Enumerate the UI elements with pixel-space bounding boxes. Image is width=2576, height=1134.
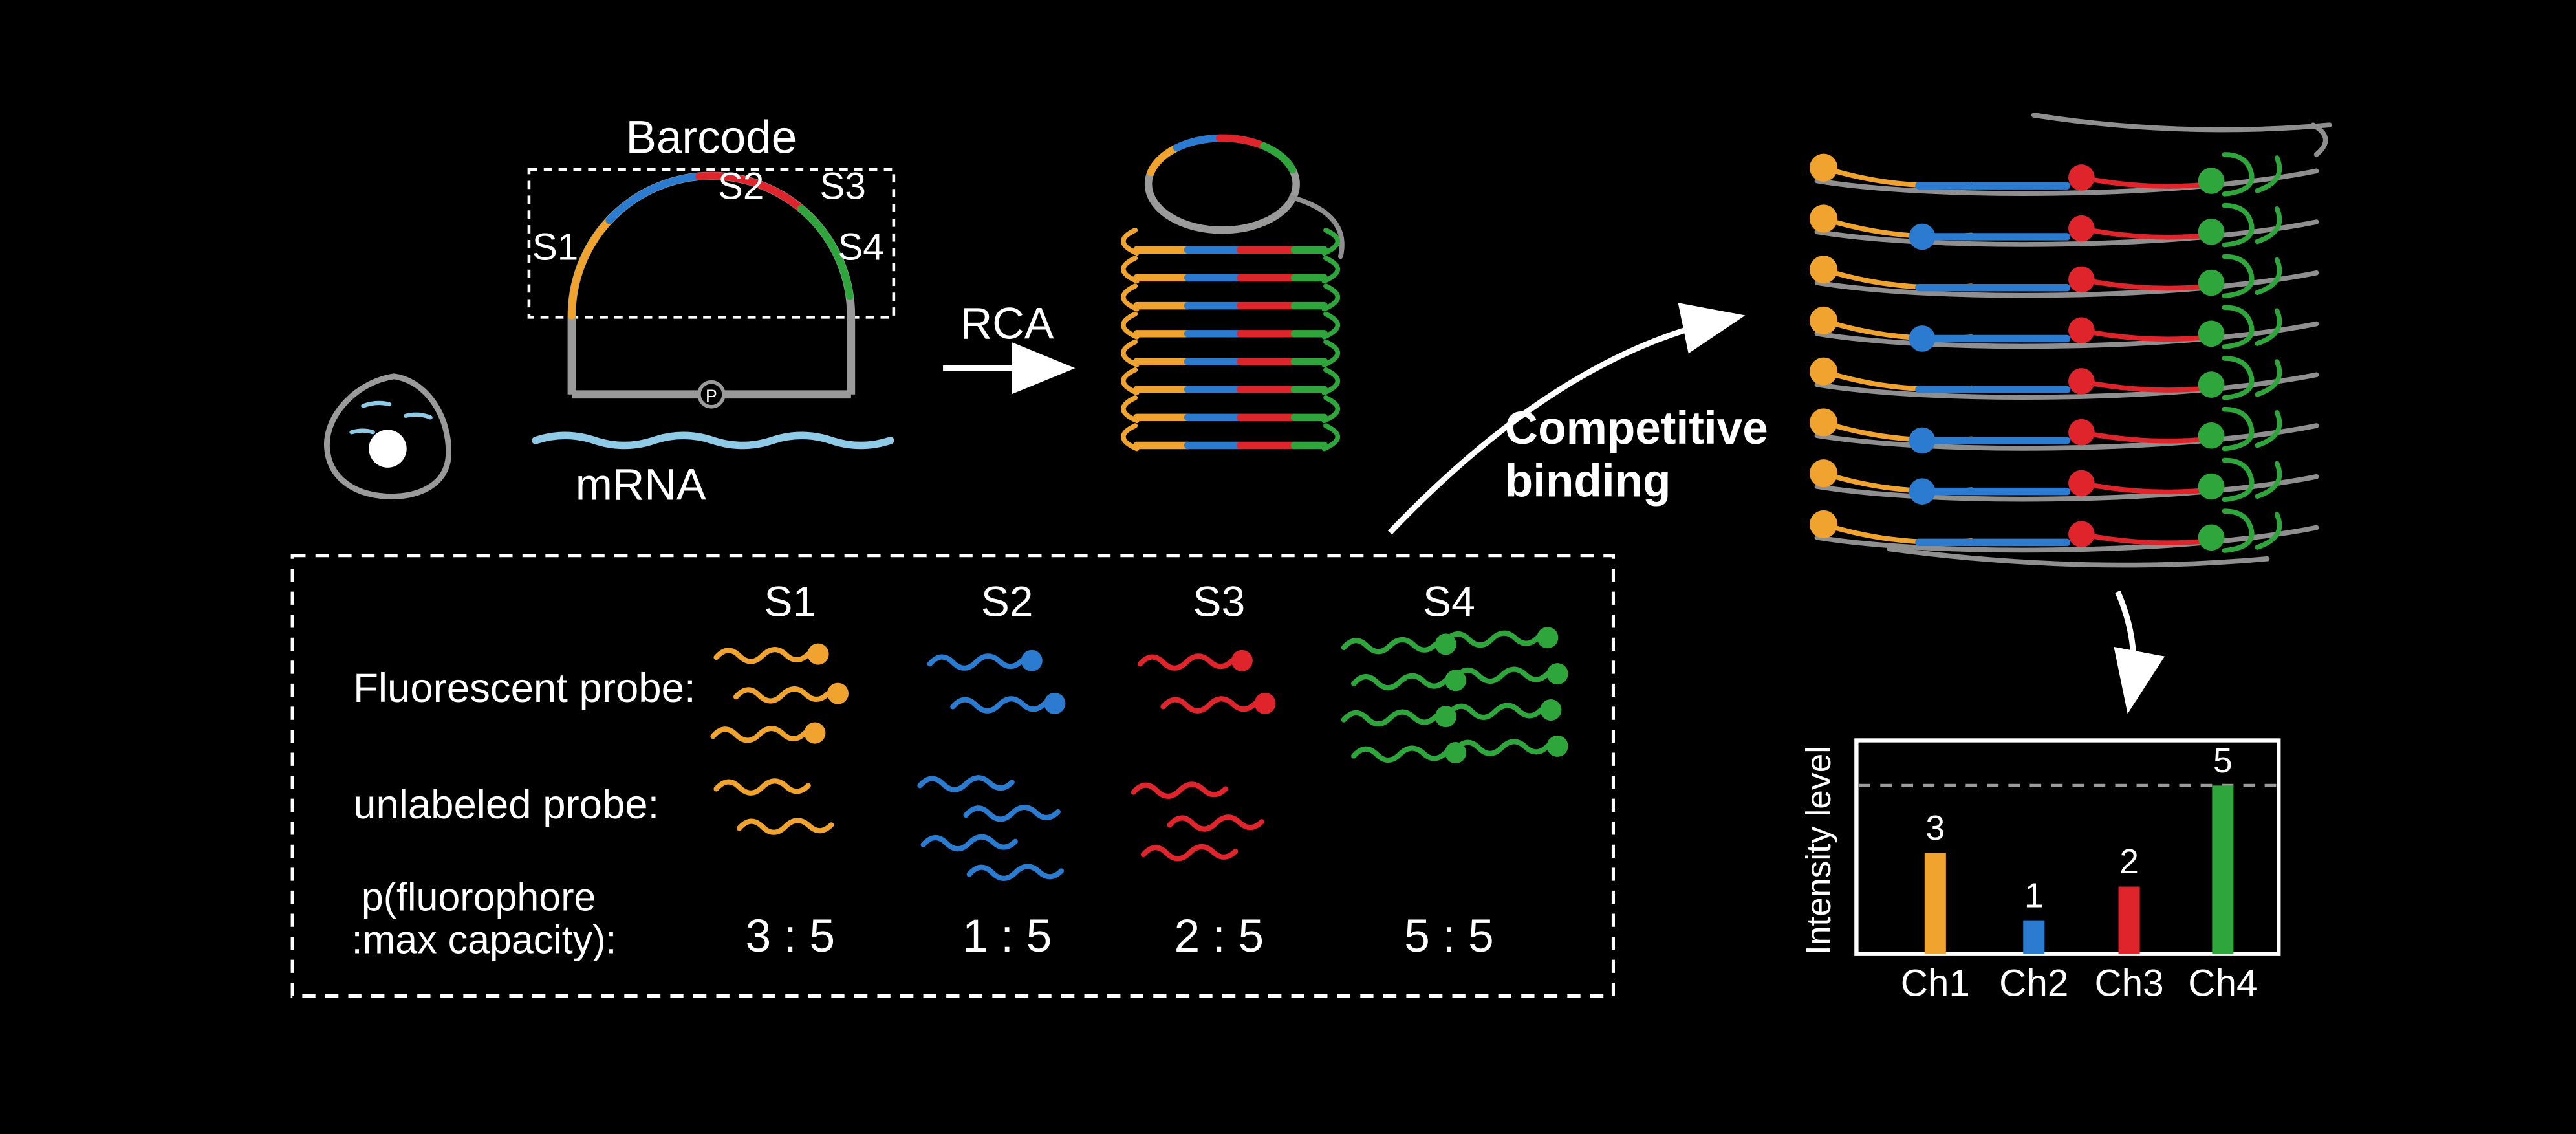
probe-panel-dashed-box xyxy=(290,554,1615,998)
blue-fluorophore-dot xyxy=(1909,427,1936,454)
coil-turn xyxy=(1123,398,1338,421)
padlock-backbone xyxy=(567,171,856,395)
phosphate-letter: P xyxy=(706,386,717,406)
to-chart-arrow-icon xyxy=(2114,590,2165,714)
column-s1: S1 xyxy=(764,578,816,626)
coil-turn xyxy=(1123,258,1338,281)
rca-label: RCA xyxy=(960,298,1054,348)
mrna-strand-icon xyxy=(349,428,375,435)
x-tick-ch3: Ch3 xyxy=(2094,962,2163,1004)
row-label-ratio-line1: p(fluorophore xyxy=(362,875,596,919)
loop-tail xyxy=(1288,195,1345,259)
coil-turn xyxy=(1123,426,1338,449)
competitive-binding-step: Competitive binding xyxy=(1387,303,1768,535)
nucleus-dot xyxy=(369,430,407,468)
amplicon-turn xyxy=(1810,307,2317,347)
bar-ch3 xyxy=(2118,886,2140,954)
row-label-fluorescent: Fluorescent probe: xyxy=(353,666,695,711)
unlabeled-probes-s3 xyxy=(1134,784,1262,858)
padlock-probe: Barcode S1 S2 S3 S4 P mRNA xyxy=(527,112,896,509)
label-s3: S3 xyxy=(819,166,865,208)
ratio-s2: 1 : 5 xyxy=(962,911,1052,962)
blue-fluorophore-dot xyxy=(1909,223,1936,250)
loop-s1-arc xyxy=(1147,144,1181,177)
competitive-binding-arrow-icon xyxy=(1387,303,1746,535)
rca-product xyxy=(1123,134,1345,449)
mrna-strand-icon xyxy=(361,400,392,408)
probe-panel: S1 S2 S3 S4 Fluorescent probe: unlabeled… xyxy=(290,554,1615,998)
ratio-s3: 2 : 5 xyxy=(1174,911,1264,962)
bar-value-ch4: 5 xyxy=(2213,742,2233,780)
barcode-title: Barcode xyxy=(625,112,797,163)
unlabeled-probes-s2 xyxy=(920,778,1061,878)
mrna-label: mRNA xyxy=(576,459,706,509)
ratio-s1: 3 : 5 xyxy=(746,911,835,962)
mrna-strand xyxy=(532,431,894,450)
bar-ch2 xyxy=(2023,920,2045,954)
fluorescent-probes-s4 xyxy=(1344,627,1568,763)
bar-ch4 xyxy=(2212,785,2234,954)
fluorescent-probes-s3 xyxy=(1140,650,1276,714)
fluorescent-probes-s1 xyxy=(713,644,849,744)
ratio-s4: 5 : 5 xyxy=(1404,911,1493,962)
mrna-strand-icon xyxy=(404,412,433,420)
x-tick-ch4: Ch4 xyxy=(2188,962,2257,1004)
amplicon-bottom-strand xyxy=(1887,546,2270,568)
coil-turn xyxy=(1123,342,1338,365)
segment-s1-arc xyxy=(568,216,613,320)
amplicon-turn xyxy=(1810,358,2317,398)
phosphate-icon xyxy=(697,380,726,409)
segment-s2-arc xyxy=(605,172,703,224)
barcode-dashed-box xyxy=(527,168,896,319)
bar-value-ch3: 2 xyxy=(2119,843,2139,881)
column-s3: S3 xyxy=(1193,578,1245,626)
amplicon-turn xyxy=(1810,256,2317,296)
hybridized-amplicon xyxy=(1810,113,2332,568)
loop-s2-arc xyxy=(1173,134,1224,152)
x-tick-ch2: Ch2 xyxy=(1999,962,2068,1004)
row-label-unlabeled: unlabeled probe: xyxy=(353,782,659,827)
cell-icon xyxy=(324,373,451,499)
amplicon-turn xyxy=(1810,459,2317,499)
amplicon-turn xyxy=(1810,154,2317,194)
intensity-chart: Intensity level 3 1 2 5 Ch1 Ch2 Ch3 Ch4 xyxy=(1800,738,2281,1004)
amplicon-top-strand xyxy=(2031,113,2332,133)
label-s4: S4 xyxy=(838,226,883,268)
label-s1: S1 xyxy=(532,226,578,268)
competitive-binding-line2: binding xyxy=(1505,455,1671,507)
segment-s4-arc xyxy=(797,204,854,300)
x-tick-ch1: Ch1 xyxy=(1901,962,1970,1004)
segment-s3-arc xyxy=(695,172,805,213)
loop-s3-arc xyxy=(1216,134,1268,150)
bar-ch1 xyxy=(1924,853,1946,954)
amplicon-top-curl xyxy=(2310,122,2328,157)
blue-fluorophore-dot xyxy=(1909,478,1936,505)
bar-value-ch2: 1 xyxy=(2024,877,2044,915)
amplicon-turn xyxy=(1810,510,2317,551)
fluorescent-probes-s2 xyxy=(930,650,1066,714)
coil-turn xyxy=(1123,286,1338,309)
coil-turn xyxy=(1123,370,1338,393)
unlabeled-probes-s1 xyxy=(717,781,832,832)
y-axis-label: Intensity level xyxy=(1800,746,1838,955)
column-s4: S4 xyxy=(1423,578,1475,626)
amplicon-turn xyxy=(1810,408,2317,448)
row-label-ratio-line2: :max capacity): xyxy=(352,917,617,961)
bar-value-ch1: 3 xyxy=(1925,809,1945,847)
coil-turn xyxy=(1123,314,1338,337)
chart-frame xyxy=(1854,738,2281,956)
blue-fluorophore-dot xyxy=(1909,325,1936,352)
label-s2: S2 xyxy=(718,166,764,208)
loop-s4-arc xyxy=(1260,142,1297,174)
competitive-binding-line1: Competitive xyxy=(1505,403,1768,454)
column-s2: S2 xyxy=(981,578,1034,626)
amplicon-turn xyxy=(1810,204,2317,245)
rca-step: RCA xyxy=(943,298,1076,395)
